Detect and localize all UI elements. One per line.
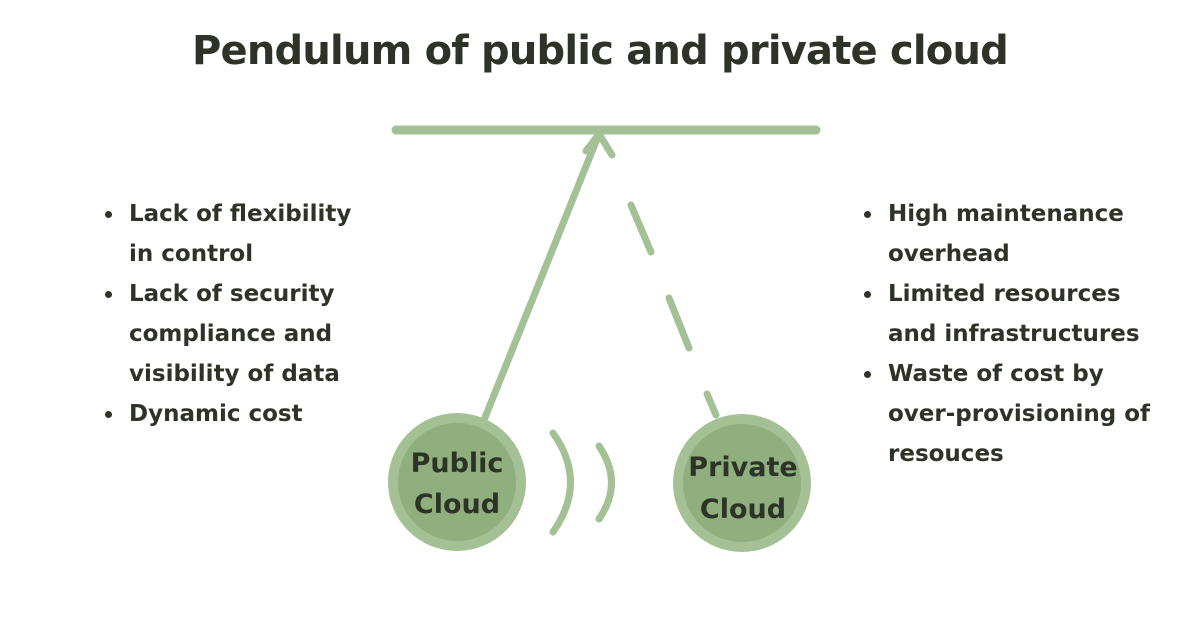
private-cloud-label-line1: Private [688,452,797,483]
private-cloud-bob: Private Cloud [673,414,811,552]
private-cloud-dashed-string [627,201,720,419]
list-item: Waste of cost by over-provisioning of re… [864,354,1154,474]
public-cloud-string [480,130,603,424]
list-item: High maintenance overhead [864,194,1154,274]
private-cloud-label-line2: Cloud [700,494,786,525]
list-item: Lack of flexibility in control [105,194,375,274]
private-cloud-issues-list: High maintenance overhead Limited resour… [864,194,1154,474]
motion-arc-large [549,429,574,536]
motion-arc-small [595,442,615,523]
public-cloud-label-line2: Cloud [414,489,500,520]
page-title: Pendulum of public and private cloud [192,28,1009,74]
list-item: Dynamic cost [105,394,375,434]
list-item: Limited resources and infrastructures [864,274,1154,354]
public-cloud-bob: Public Cloud [388,413,526,551]
list-item: Lack of security compliance and visibili… [105,274,375,394]
public-cloud-label-line1: Public [411,448,504,479]
public-cloud-issues-list: Lack of flexibility in control Lack of s… [105,194,375,434]
